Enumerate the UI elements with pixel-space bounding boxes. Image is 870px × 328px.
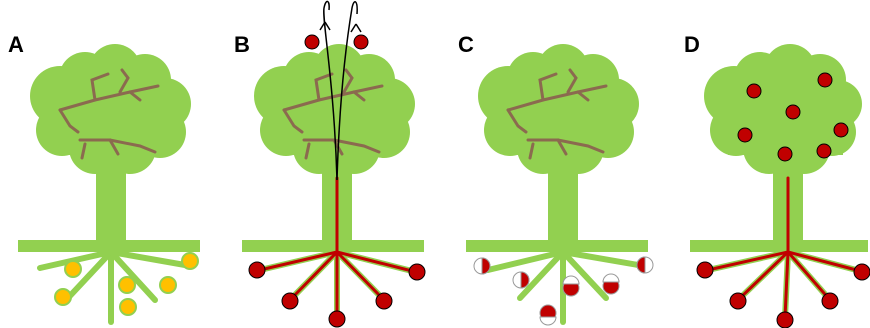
nutrient-dot [64, 260, 82, 278]
panel-a: A [0, 0, 224, 328]
nutrient-dot [159, 276, 177, 294]
half-filled-particles [473, 256, 654, 326]
tree-branches [282, 68, 384, 160]
ground-line [690, 240, 868, 252]
nutrient-dot [181, 252, 199, 270]
half-particle [473, 257, 491, 275]
red-particle [817, 72, 833, 88]
panel-c: C [448, 0, 672, 328]
tree-canopy [30, 44, 191, 174]
red-particle [785, 104, 801, 120]
root-particles [696, 261, 870, 328]
half-particle [512, 271, 530, 289]
ground-line [18, 240, 200, 252]
red-particle [248, 261, 266, 279]
half-particle [562, 275, 580, 297]
panel-label-c: C [458, 32, 474, 57]
nutrient-particles [54, 252, 199, 316]
half-particle [539, 304, 557, 326]
tree-diagram-b [242, 0, 426, 328]
tree-trunk [96, 163, 126, 240]
tree-diagram-a [18, 44, 200, 325]
tree-diagram-c [466, 44, 654, 326]
tree-branches [506, 68, 608, 160]
nutrient-dot [119, 298, 137, 316]
panel-label-d: D [684, 32, 700, 57]
red-particle [776, 311, 794, 328]
tree-diagram-d [690, 44, 870, 328]
half-particle [602, 273, 620, 295]
red-particle [777, 146, 793, 162]
panel-b: B [224, 0, 448, 328]
red-particle [729, 292, 747, 310]
nutrient-dot [118, 276, 136, 294]
red-particle [833, 122, 849, 138]
transport-pathway [706, 176, 866, 320]
nutrient-dot [54, 288, 72, 306]
half-particle [636, 256, 654, 274]
red-particle [328, 310, 346, 328]
ground-line [242, 240, 424, 252]
red-particle [821, 292, 839, 310]
tree-canopy [478, 44, 639, 174]
red-particle [696, 261, 714, 279]
red-particles [248, 34, 426, 328]
red-particle [737, 127, 753, 143]
tree-branches [58, 68, 160, 160]
red-particle [353, 34, 369, 50]
tree-roots [37, 249, 188, 325]
red-particle [281, 292, 299, 310]
upward-arrows [319, 0, 362, 181]
ground-line [466, 240, 648, 252]
canopy-particles [737, 72, 849, 162]
panel-d: D [672, 0, 870, 328]
panel-label-b: B [234, 32, 250, 57]
red-particle [746, 83, 762, 99]
red-particle [375, 292, 393, 310]
red-particle [304, 34, 320, 50]
red-particle [816, 143, 832, 159]
tree-canopy [254, 44, 415, 174]
panel-label-a: A [8, 32, 24, 57]
red-particle [853, 263, 870, 281]
transport-pathway [258, 176, 418, 320]
tree-trunk [548, 163, 578, 240]
red-particle [408, 263, 426, 281]
